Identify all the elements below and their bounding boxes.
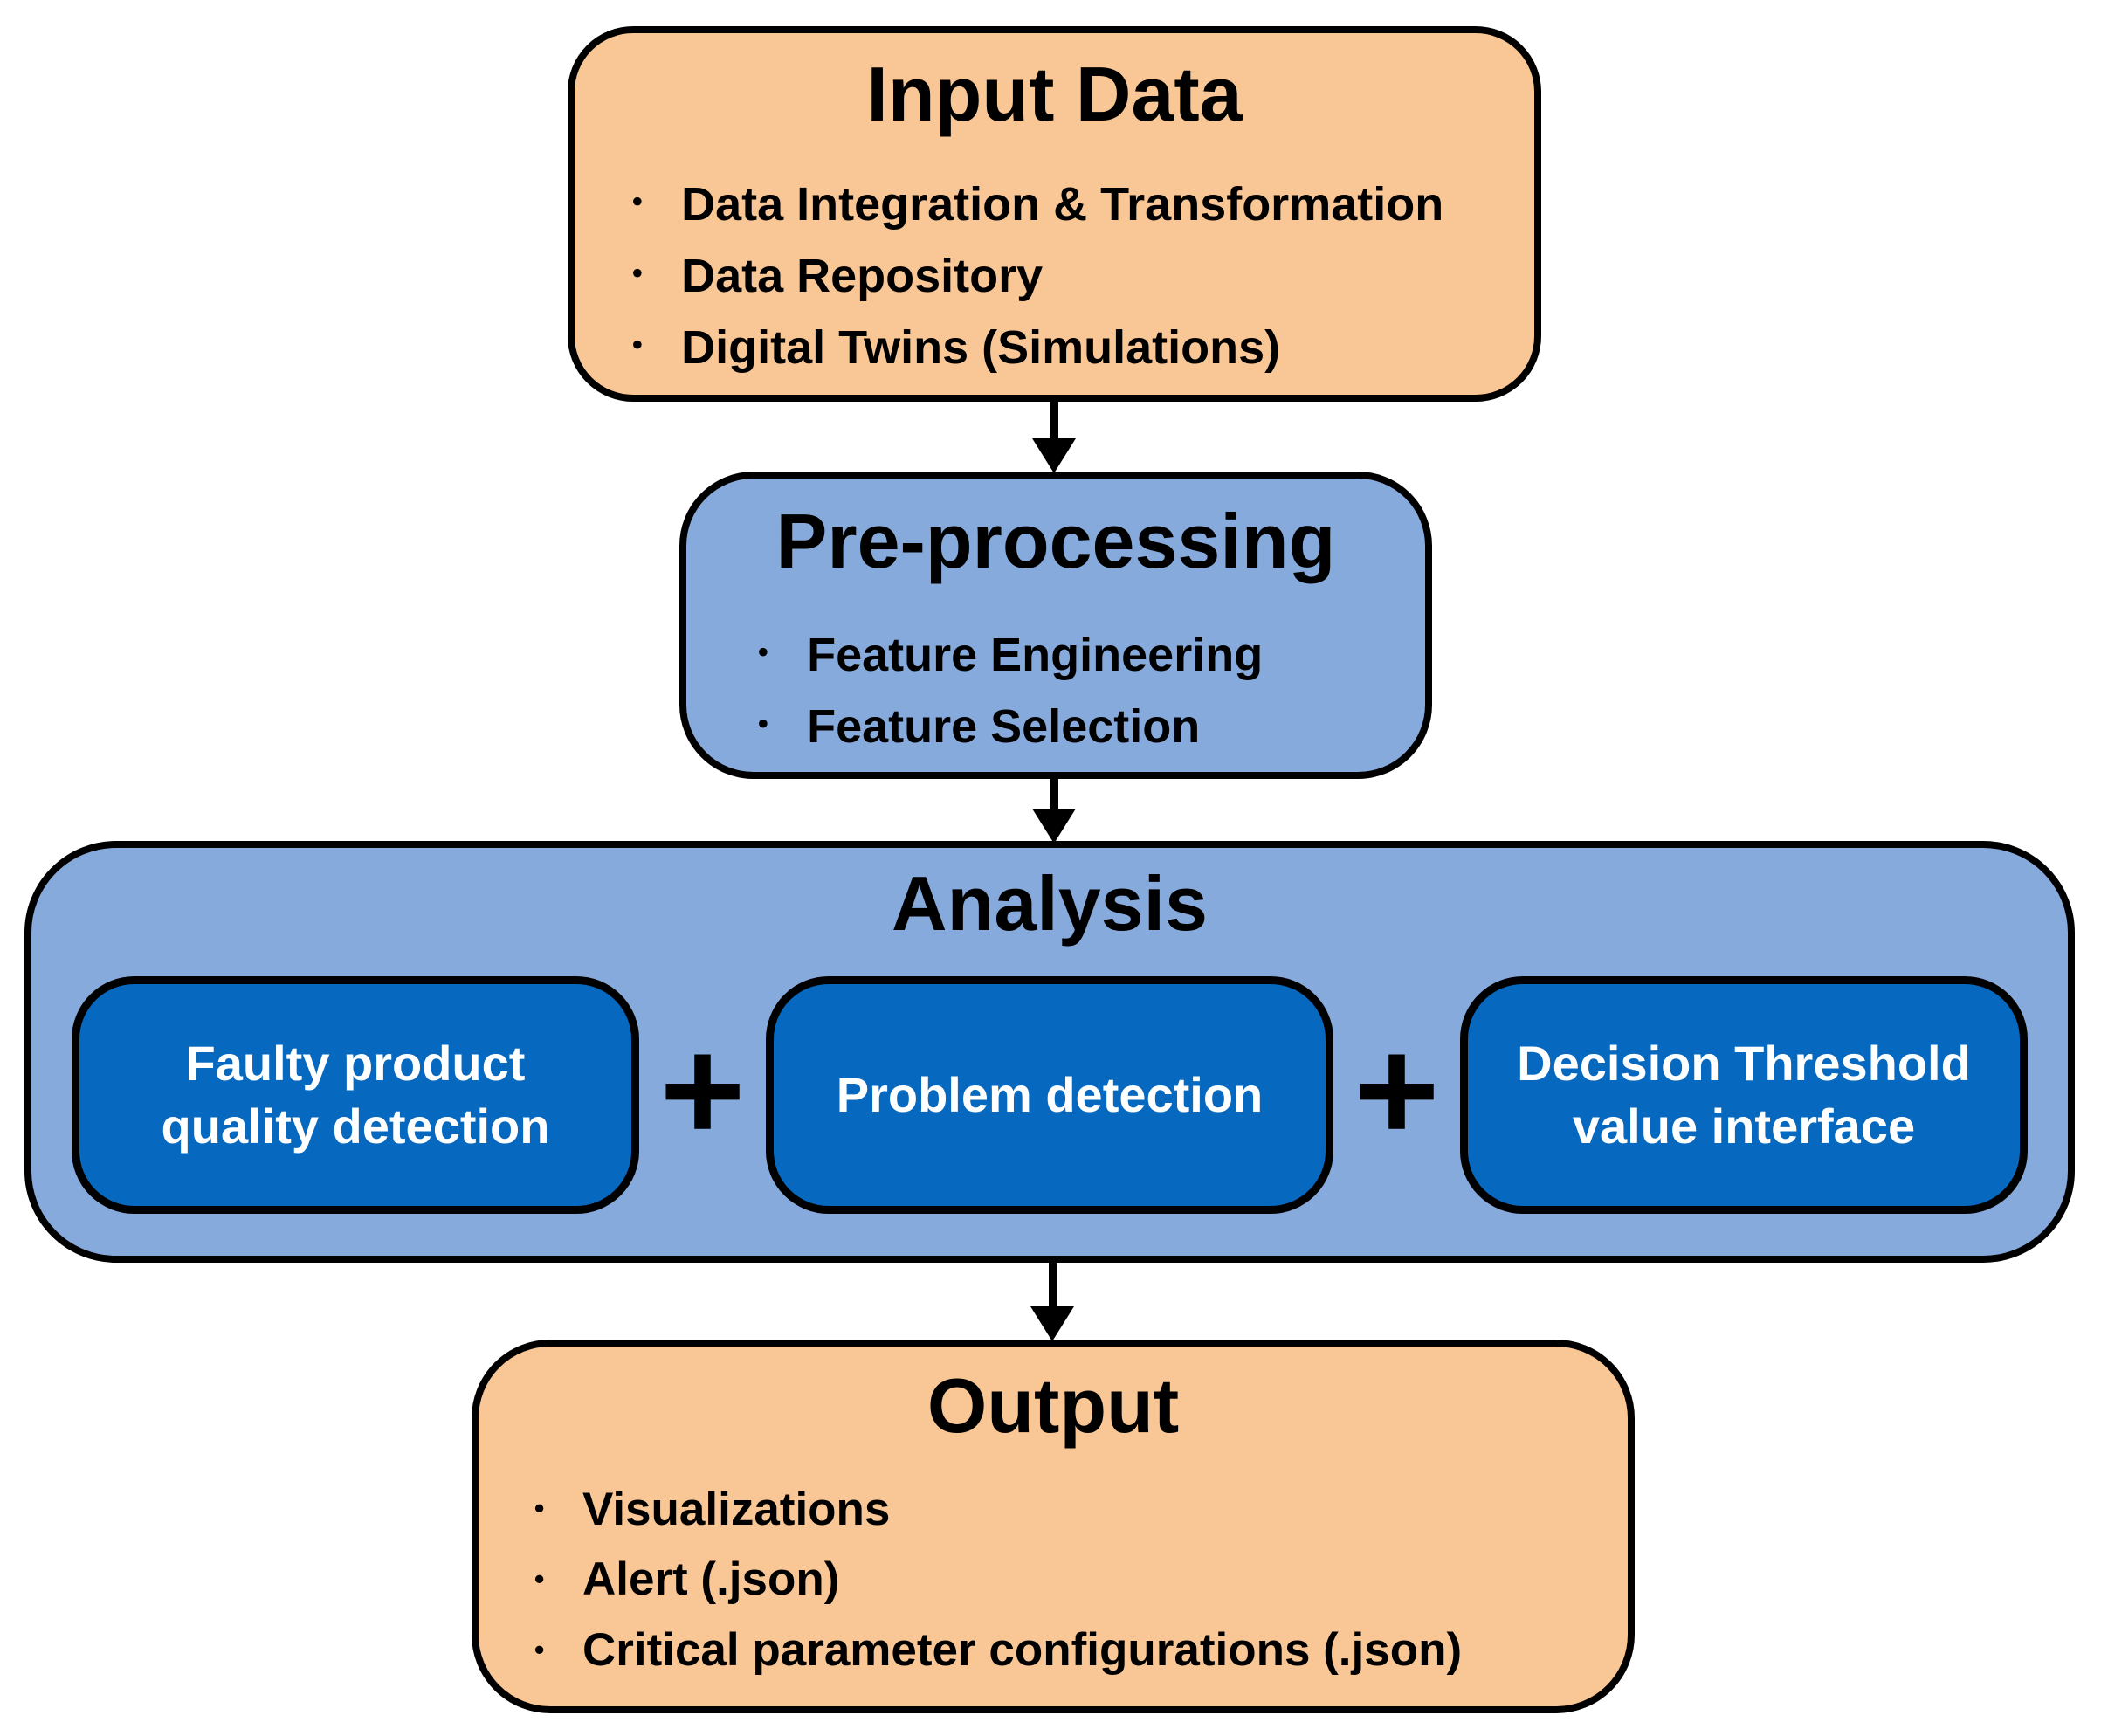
output-title: Output (927, 1362, 1180, 1449)
arrow-head (1032, 809, 1076, 844)
down-arrow-icon (1032, 777, 1076, 844)
bullet-item: Visualizations (529, 1475, 1628, 1546)
preprocessing-bullet-list: Feature Engineering Feature Selection (753, 619, 1425, 762)
bullet-item: Data Integration & Transformation (627, 169, 1534, 240)
arrow-stem (1048, 1259, 1057, 1306)
plus-operator: + (659, 1007, 746, 1172)
output-bullet-list: Visualizations Alert (.json) Critical pa… (529, 1475, 1628, 1686)
node-input-data: Input Data Data Integration & Transforma… (568, 26, 1541, 402)
arrow-stem (1050, 400, 1058, 438)
bullet-item: Data Repository (627, 240, 1534, 312)
module-problem-detection: Problem detection (766, 975, 1333, 1214)
analysis-modules-row: Faulty product quality detection + Probl… (31, 975, 2068, 1214)
node-output: Output Visualizations Alert (.json) Crit… (472, 1340, 1635, 1713)
arrow-head (1030, 1306, 1074, 1341)
bullet-item: Feature Selection (753, 691, 1425, 762)
bullet-item: Feature Engineering (753, 619, 1425, 691)
bullet-item: Critical parameter configurations (.json… (529, 1615, 1628, 1686)
node-preprocessing: Pre-processing Feature Engineering Featu… (679, 472, 1432, 779)
module-faulty-product-quality-detection: Faulty product quality detection (72, 975, 639, 1214)
arrow-stem (1050, 777, 1058, 809)
input-data-bullet-list: Data Integration & Transformation Data R… (627, 169, 1534, 383)
analysis-title: Analysis (892, 860, 1208, 947)
plus-operator: + (1354, 1007, 1440, 1172)
down-arrow-icon (1032, 400, 1076, 473)
down-arrow-icon (1030, 1259, 1074, 1341)
arrow-head (1032, 438, 1076, 473)
preprocessing-title: Pre-processing (775, 498, 1336, 584)
bullet-item: Alert (.json) (529, 1545, 1628, 1615)
module-decision-threshold-value-interface: Decision Threshold value interface (1460, 975, 2028, 1214)
node-analysis: Analysis Faulty product quality detectio… (24, 841, 2075, 1263)
bullet-item: Digital Twins (Simulations) (627, 312, 1534, 383)
input-data-title: Input Data (866, 51, 1243, 137)
